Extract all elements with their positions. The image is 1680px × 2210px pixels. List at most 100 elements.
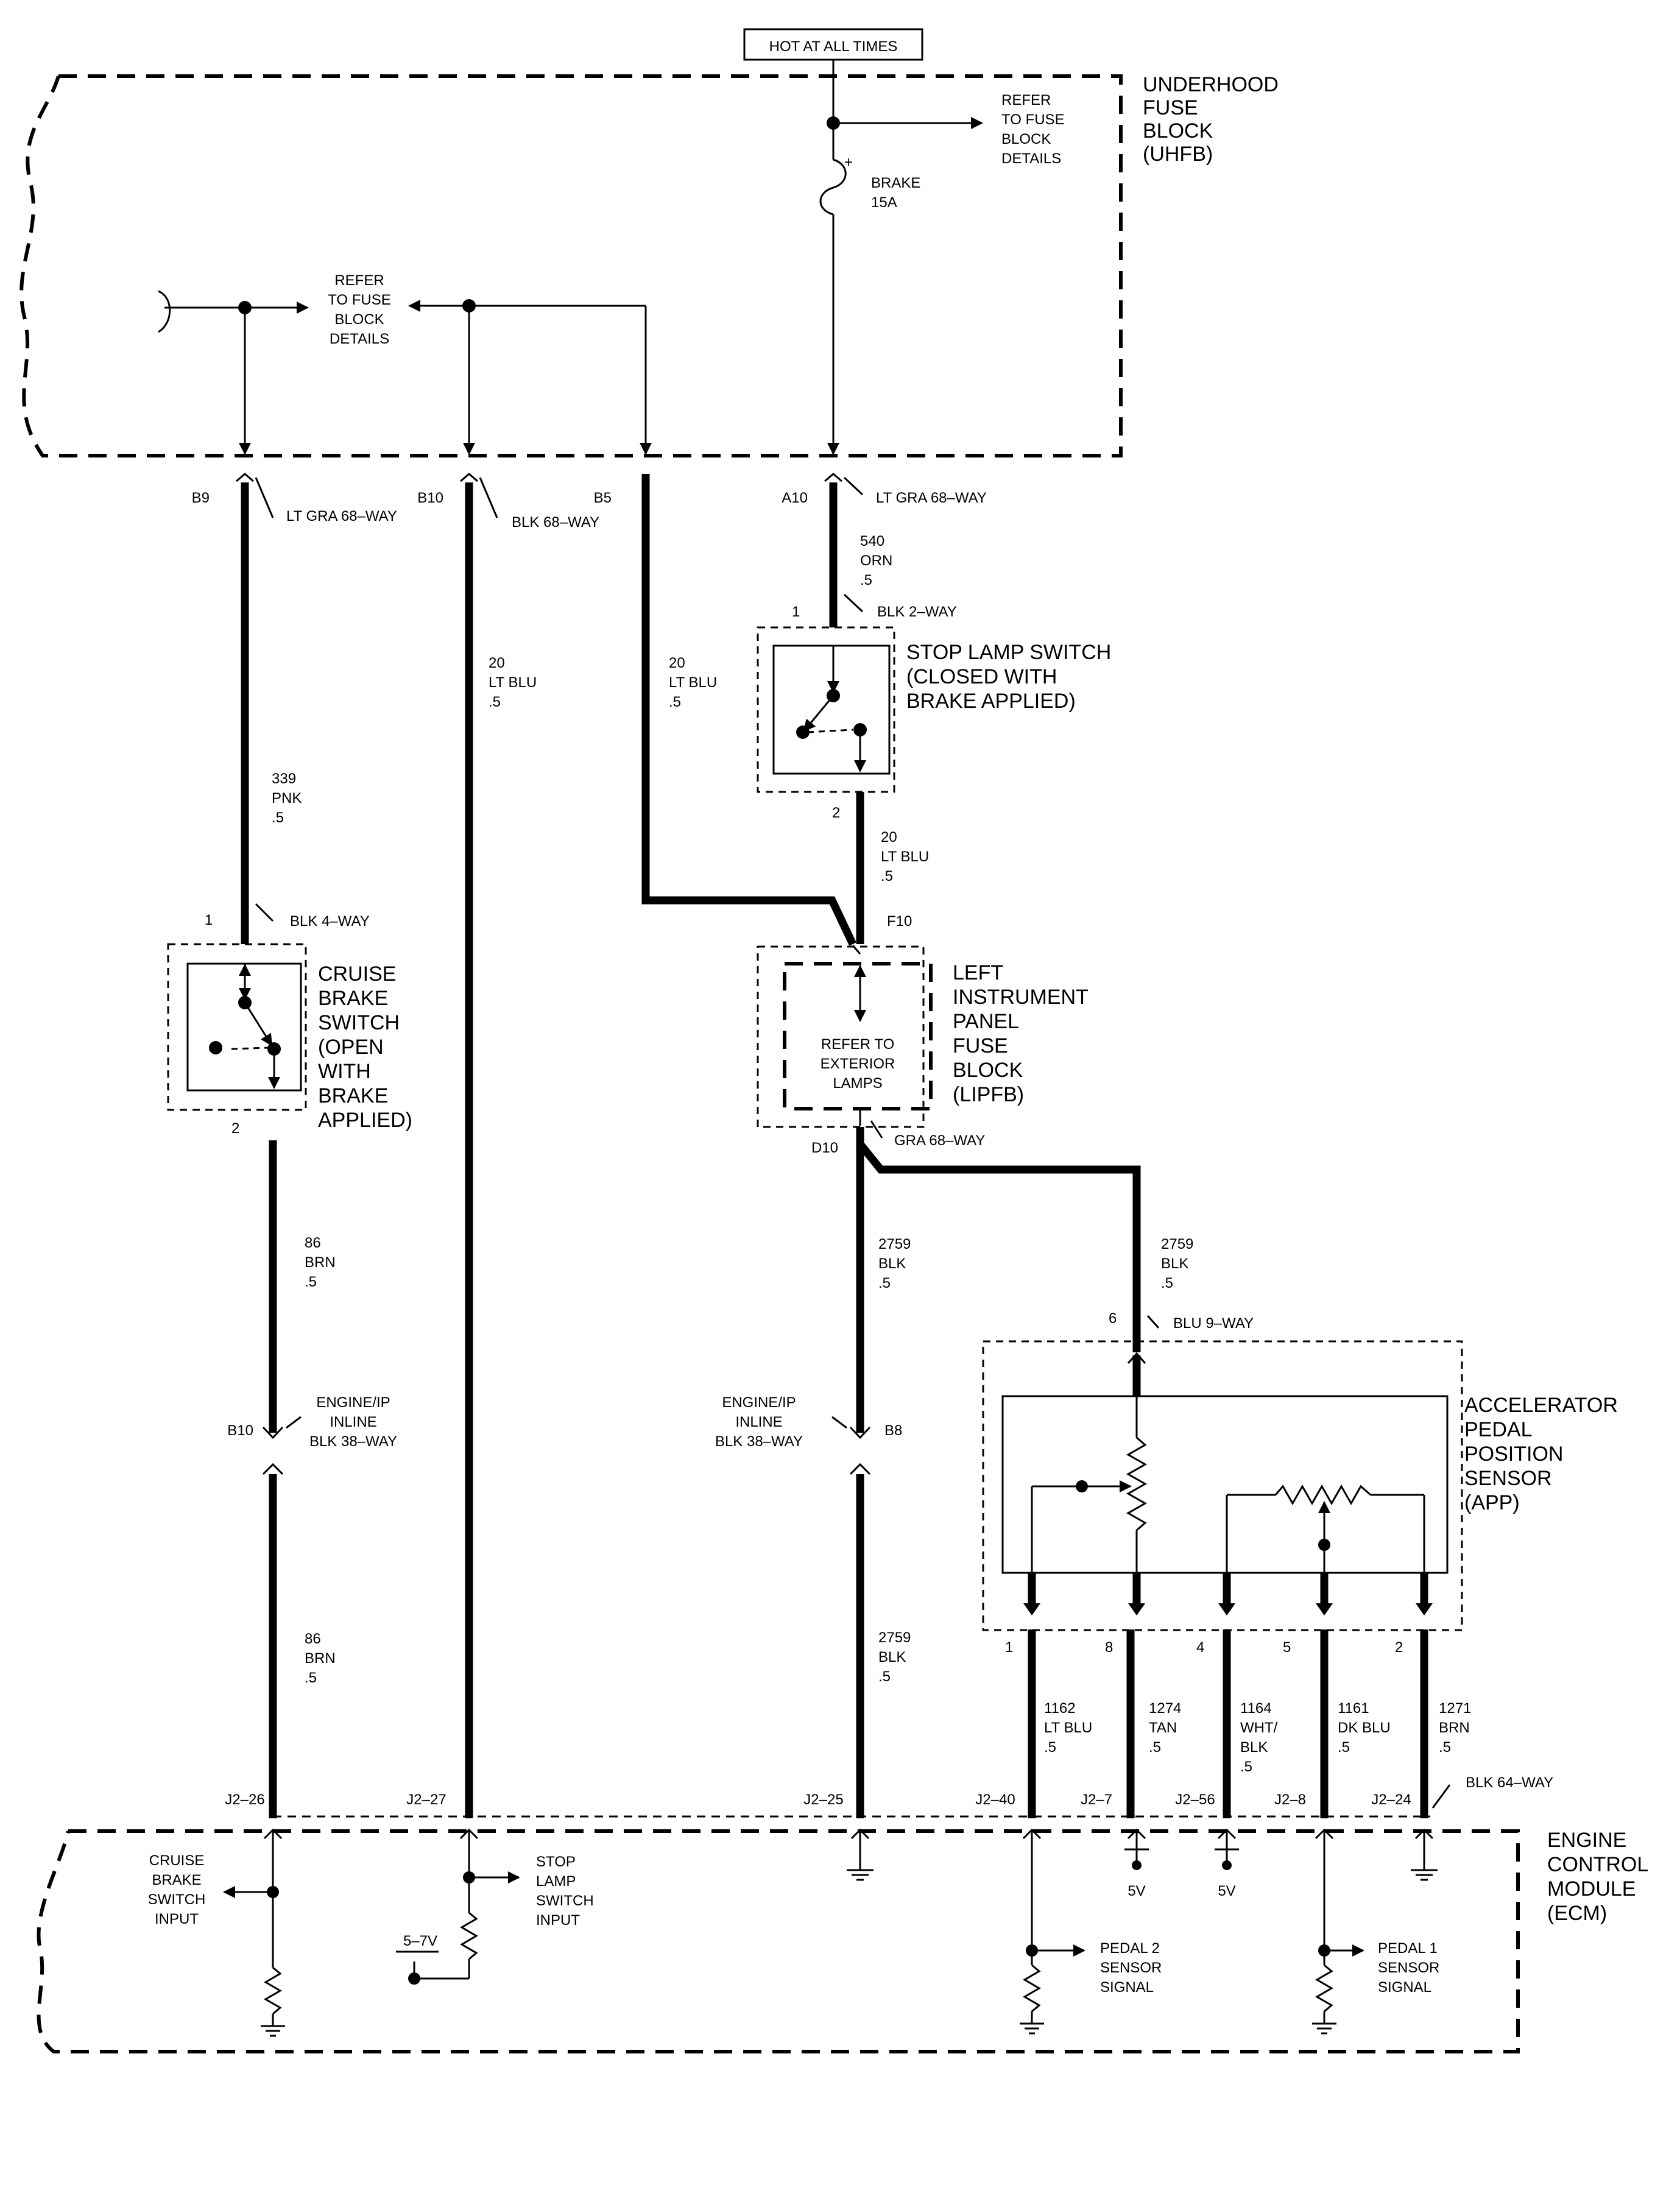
ecm-connector: BLK 64–WAY — [1466, 1774, 1553, 1791]
w540-color: ORN — [860, 552, 892, 569]
ecm-pedal2-2: SENSOR — [1100, 1960, 1162, 1976]
app-title-4: SENSOR — [1464, 1467, 1552, 1490]
ecm-pedal1-2: SENSOR — [1378, 1960, 1439, 1976]
w1164-num: 1164 — [1240, 1700, 1272, 1717]
w86a-num: 86 — [305, 1235, 321, 1251]
hot-at-all-times-box: HOT AT ALL TIMES — [743, 28, 923, 61]
w2759b-num: 2759 — [1161, 1236, 1193, 1252]
w86a-color: BRN — [305, 1254, 336, 1271]
uhfb-title-1: UNDERHOOD — [1143, 73, 1279, 96]
stop-switch-title-3: BRAKE APPLIED) — [906, 690, 1076, 713]
uhfb-title-4: (UHFB) — [1143, 143, 1213, 166]
ecm-pin-j2-25: J2–25 — [803, 1792, 843, 1808]
stop-switch-title-2: (CLOSED WITH — [906, 665, 1057, 688]
ecm-pin-j2-56: J2–56 — [1175, 1792, 1215, 1808]
inline-left-3: BLK 38–WAY — [309, 1433, 397, 1450]
stop-switch-connector: BLK 2–WAY — [877, 604, 957, 620]
app-title-2: PEDAL — [1464, 1418, 1533, 1441]
ecm-cruise-input-3: SWITCH — [148, 1891, 206, 1908]
ecm-stop-input-2: LAMP — [536, 1873, 576, 1890]
ecm-title-1: ENGINE — [1547, 1829, 1626, 1852]
w86b-gauge: .5 — [305, 1670, 317, 1686]
underhood-fuse-block: UNDERHOOD FUSE BLOCK (UHFB) — [19, 73, 1279, 457]
wire-labels: 339 PNK .5 20 LT BLU .5 20 LT BLU .5 540… — [272, 533, 1471, 1775]
refer-left-1: REFER — [334, 272, 384, 289]
w2759c-color: BLK — [878, 1649, 906, 1665]
w1161-color: DK BLU — [1338, 1720, 1391, 1736]
hot-at-all-times-label: HOT AT ALL TIMES — [769, 38, 898, 55]
app-title-5: (APP) — [1464, 1491, 1520, 1514]
ecm-pedal1-circuit: PEDAL 1 SENSOR SIGNAL — [1312, 1828, 1439, 2035]
ecm-stop-input-circuit: 5–7V STOP LAMP SWITCH INPUT — [396, 1828, 594, 1985]
w1274-gauge: .5 — [1149, 1739, 1161, 1756]
ecm-pullup-voltage: 5–7V — [403, 1933, 437, 1949]
w20a-color: LT BLU — [489, 674, 537, 691]
inline-right-1: ENGINE/IP — [722, 1394, 796, 1411]
w1164-color-1: WHT/ — [1240, 1720, 1278, 1736]
fuse-name: BRAKE — [871, 175, 920, 191]
w1161-num: 1161 — [1338, 1700, 1369, 1717]
inline-connector-labels: ENGINE/IP INLINE BLK 38–WAY B10 ENGINE/I… — [227, 1394, 902, 1450]
w20b-color: LT BLU — [669, 674, 717, 691]
inline-left-pin: B10 — [227, 1422, 253, 1439]
uhfb-output-pins: B9 LT GRA 68–WAY B10 BLK 68–WAY B5 A10 L… — [192, 476, 987, 531]
inline-right-pin: B8 — [884, 1422, 902, 1439]
w1162-gauge: .5 — [1044, 1739, 1056, 1756]
cruise-pin-in: 1 — [205, 912, 213, 928]
w86b-num: 86 — [305, 1631, 321, 1647]
ecm-5v-j2-7: 5V — [1124, 1828, 1149, 1899]
w20b-gauge: .5 — [669, 694, 681, 710]
w2759a-color: BLK — [878, 1255, 906, 1272]
uhfb-title-3: BLOCK — [1143, 119, 1213, 143]
cruise-title-2: BRAKE — [318, 987, 388, 1010]
refer-right-1: REFER — [1001, 92, 1051, 108]
uhfb-internal-feeds: REFER TO FUSE BLOCK DETAILS — [158, 272, 652, 455]
cruise-pin-out: 2 — [231, 1120, 239, 1137]
stop-switch-pin-out: 2 — [832, 805, 840, 821]
inline-right-2: INLINE — [735, 1414, 782, 1430]
uhfb-title-2: FUSE — [1143, 96, 1198, 119]
lipfb-title-3: PANEL — [953, 1010, 1019, 1033]
conn-a10: LT GRA 68–WAY — [876, 490, 987, 506]
conn-b9: LT GRA 68–WAY — [286, 508, 397, 524]
w86a-gauge: .5 — [305, 1274, 317, 1290]
ecm-stop-input-1: STOP — [536, 1854, 576, 1870]
w20a-num: 20 — [489, 655, 505, 671]
ecm-pedal1-1: PEDAL 1 — [1378, 1940, 1438, 1957]
ecm-cruise-input-1: CRUISE — [149, 1852, 205, 1869]
inline-left-1: ENGINE/IP — [316, 1394, 390, 1411]
conn-b10: BLK 68–WAY — [512, 514, 599, 531]
cruise-title-1: CRUISE — [318, 962, 396, 986]
ecm-stop-input-3: SWITCH — [536, 1893, 594, 1909]
w339-color: PNK — [272, 790, 302, 807]
cruise-brake-switch: 1 BLK 4–WAY 2 CRUISE BRAKE SWITCH (OPEN … — [167, 903, 412, 1137]
fuse-plus: + — [844, 154, 853, 171]
w20c-gauge: .5 — [881, 868, 893, 884]
left-ip-fuse-block: REFER TO EXTERIOR LAMPS F10 D10 GRA 68–W… — [757, 913, 1089, 1156]
ecm-cruise-input-circuit: CRUISE BRAKE SWITCH INPUT — [148, 1828, 285, 2037]
lipfb-refer-3: LAMPS — [833, 1075, 882, 1092]
lipfb-title-2: INSTRUMENT — [953, 986, 1089, 1009]
ecm-pedal2-circuit: PEDAL 2 SENSOR SIGNAL — [1020, 1828, 1162, 2035]
app-bottom-pin-arrows — [1023, 1573, 1433, 1615]
cruise-title-3: SWITCH — [318, 1011, 400, 1034]
refer-right-4: DETAILS — [1001, 150, 1061, 167]
w1161-gauge: .5 — [1338, 1739, 1350, 1756]
cruise-title-6: BRAKE — [318, 1084, 388, 1107]
wire-20-lt-blu-b5 — [641, 474, 856, 946]
ecm-ground-j2-24 — [1411, 1828, 1438, 1881]
w2759c-num: 2759 — [878, 1629, 911, 1646]
refer-left-3: BLOCK — [334, 311, 384, 328]
refer-right-3: BLOCK — [1001, 131, 1051, 147]
w2759c-gauge: .5 — [878, 1668, 891, 1685]
ecm-title-2: CONTROL — [1547, 1853, 1648, 1876]
wire-339-pnk — [236, 473, 254, 944]
app-pin-4: 4 — [1196, 1639, 1204, 1656]
engine-control-module: ENGINE CONTROL MODULE (ECM) CRUISE BRAKE… — [37, 1828, 1648, 2053]
ecm-pin-row: J2–26 J2–27 J2–25 J2–40 J2–7 J2–56 J2–8 … — [225, 1774, 1553, 1818]
ecm-pin-j2-26: J2–26 — [225, 1792, 264, 1808]
pin-b5: B5 — [594, 490, 612, 506]
lipfb-refer-2: EXTERIOR — [821, 1056, 895, 1072]
w540-gauge: .5 — [860, 572, 872, 588]
